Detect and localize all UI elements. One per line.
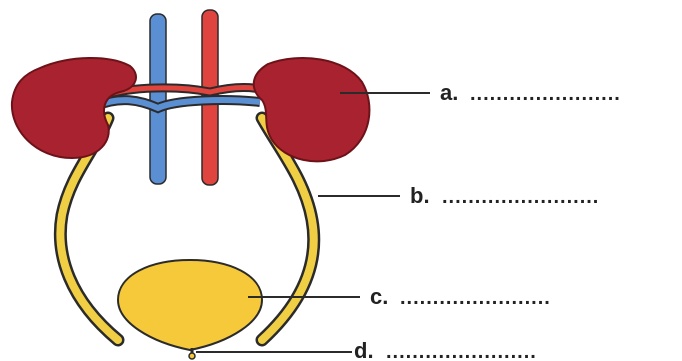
- label-a-letter: a.: [440, 80, 458, 105]
- bladder: [118, 260, 262, 359]
- label-a-blank: .......................: [470, 83, 621, 105]
- vena-cava: [150, 14, 166, 184]
- left-kidney: [12, 58, 136, 158]
- label-d-letter: d.: [354, 338, 374, 361]
- label-c-blank: .......................: [400, 287, 551, 309]
- label-d-blank: .......................: [386, 341, 537, 361]
- renal-veins: [96, 100, 260, 108]
- label-c-letter: c.: [370, 284, 388, 309]
- label-b-letter: b.: [410, 183, 430, 208]
- label-b-blank: ........................: [442, 186, 599, 208]
- right-kidney: [254, 58, 370, 161]
